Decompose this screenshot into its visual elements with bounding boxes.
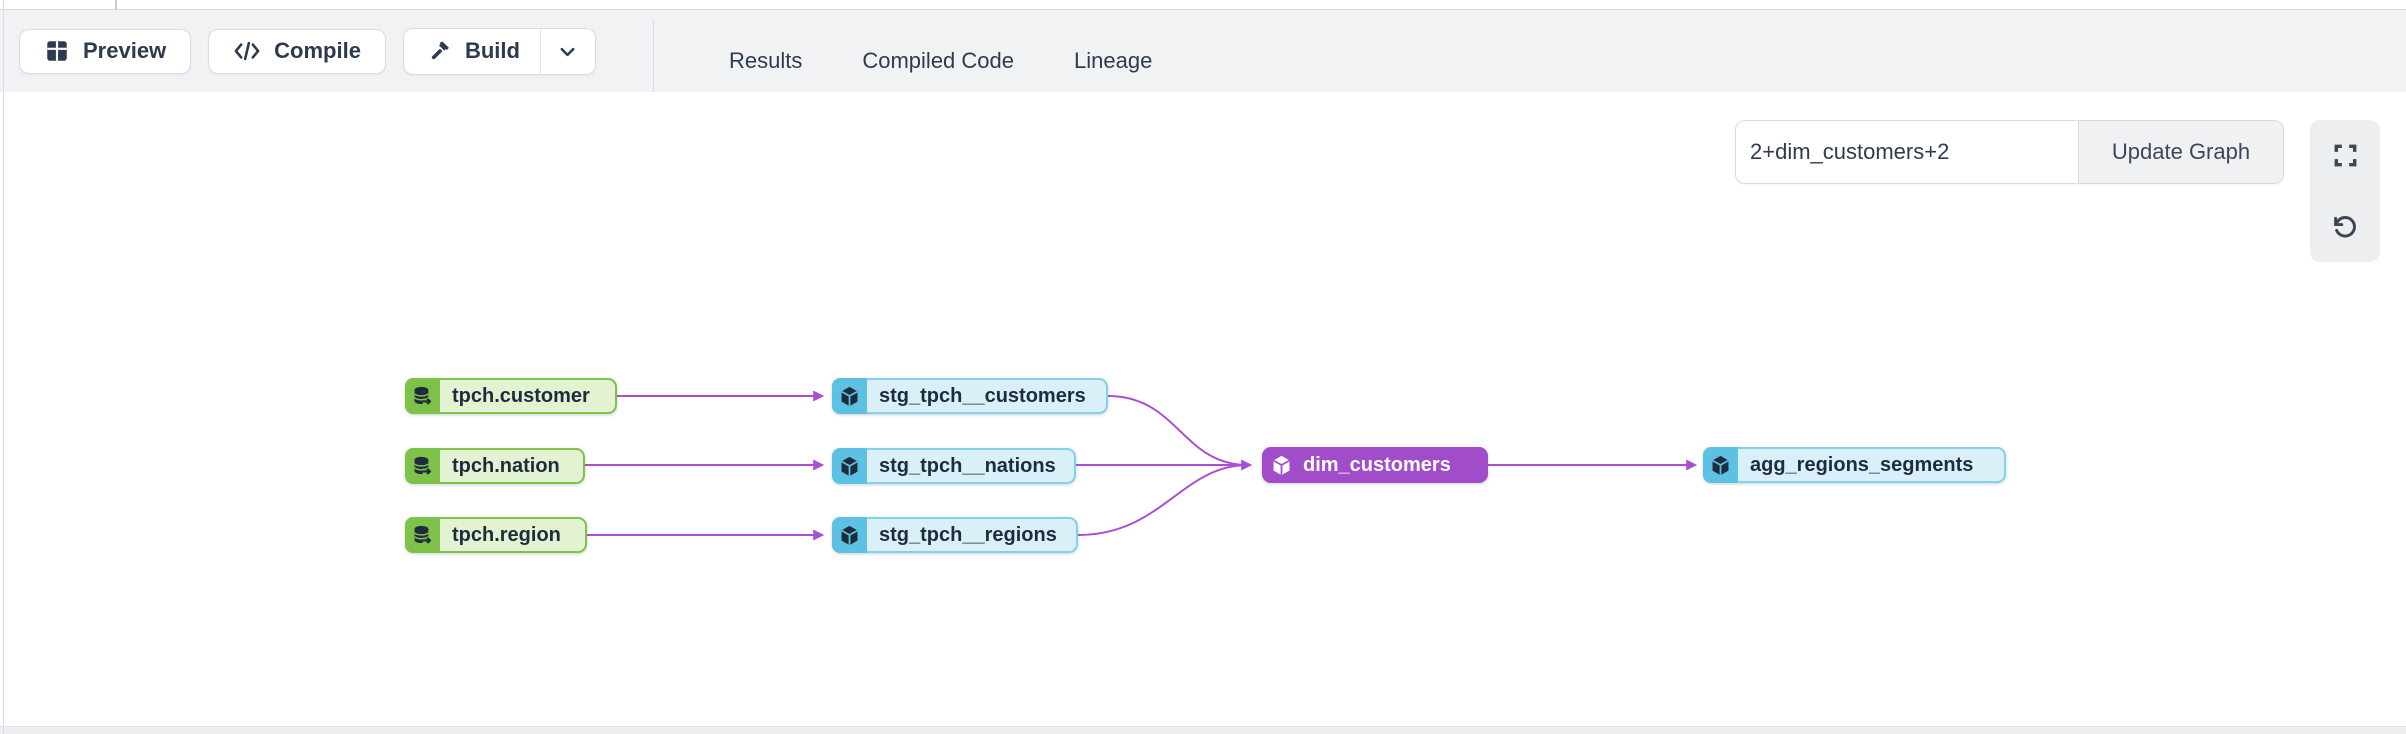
cube-icon: [832, 517, 867, 553]
database-arrow-icon: [405, 378, 440, 414]
file-tabbar-edge: [0, 0, 2406, 10]
reset-view-button[interactable]: [2310, 192, 2380, 262]
model-selector-bar: Update Graph: [1735, 120, 2284, 184]
tab-lineage[interactable]: Lineage: [1044, 20, 1183, 102]
hammer-icon: [428, 39, 452, 63]
build-options-button[interactable]: [541, 29, 595, 74]
node-label: tpch.region: [452, 523, 561, 546]
build-button[interactable]: Build: [404, 29, 540, 74]
node-label: tpch.nation: [452, 454, 560, 477]
lineage-canvas[interactable]: Update Graph: [0, 92, 2406, 726]
tab-compiled-code[interactable]: Compiled Code: [862, 48, 1014, 73]
lineage-node-source-tpch-customer[interactable]: tpch.customer: [405, 378, 617, 414]
chevron-down-icon: [556, 40, 579, 63]
preview-button[interactable]: Preview: [19, 28, 192, 74]
build-button-divider: [539, 28, 541, 74]
compile-label: Compile: [274, 38, 361, 63]
lineage-node-model-dim-customers[interactable]: dim_customers: [1262, 447, 1488, 483]
lineage-node-model-stg-tpch-regions[interactable]: stg_tpch__regions: [832, 517, 1078, 553]
toolbar-divider: [653, 20, 654, 102]
panel-left-border: [3, 0, 4, 734]
fullscreen-icon: [2332, 142, 2359, 169]
database-arrow-icon: [405, 448, 440, 484]
rotate-ccw-icon: [2331, 213, 2359, 241]
database-arrow-icon: [405, 517, 440, 553]
node-label: agg_regions_segments: [1750, 453, 1974, 476]
lineage-node-model-stg-tpch-nations[interactable]: stg_tpch__nations: [832, 448, 1076, 484]
build-label: Build: [464, 38, 520, 63]
lower-panel-edge: [0, 726, 2406, 734]
compile-button[interactable]: Compile: [208, 28, 386, 74]
cube-icon: [832, 378, 867, 414]
preview-label: Preview: [83, 38, 167, 63]
file-tab-divider: [115, 0, 117, 9]
lineage-node-source-tpch-region[interactable]: tpch.region: [405, 517, 587, 553]
action-buttons: Preview Compile: [0, 10, 596, 92]
toolbar: Preview Compile: [0, 10, 2406, 102]
grid-icon: [44, 38, 70, 64]
fullscreen-button[interactable]: [2310, 121, 2380, 191]
node-label: stg_tpch__customers: [879, 384, 1086, 407]
tab-results[interactable]: Results: [729, 48, 803, 73]
node-label: dim_customers: [1303, 453, 1451, 476]
lineage-node-model-agg-regions-segments[interactable]: agg_regions_segments: [1703, 447, 2006, 483]
graph-controls-panel: [2310, 120, 2380, 262]
lineage-node-source-tpch-nation[interactable]: tpch.nation: [405, 448, 585, 484]
node-label: tpch.customer: [452, 384, 590, 407]
model-selector-input[interactable]: [1736, 121, 2078, 183]
build-split-button: Build: [402, 27, 596, 75]
cube-icon: [1264, 449, 1299, 481]
code-icon: [233, 38, 261, 64]
node-label: stg_tpch__nations: [879, 454, 1056, 477]
cube-icon: [832, 448, 867, 484]
update-graph-button[interactable]: Update Graph: [2078, 121, 2283, 183]
result-tabs: Results Compiled Code Lineage: [699, 20, 1183, 102]
lineage-node-model-stg-tpch-customers[interactable]: stg_tpch__customers: [832, 378, 1108, 414]
cube-icon: [1703, 447, 1738, 483]
lineage-edges: [585, 390, 1698, 541]
node-label: stg_tpch__regions: [879, 523, 1057, 546]
